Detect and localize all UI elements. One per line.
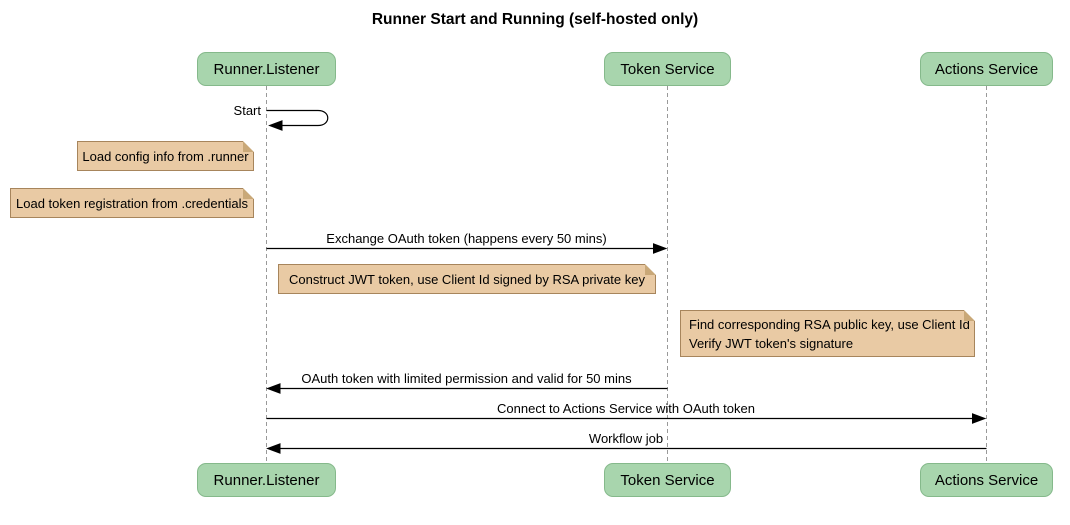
note-verify-jwt: Find corresponding RSA public key, use C… [680, 310, 975, 357]
actor-top-token-service: Token Service [604, 52, 731, 86]
note-verify-jwt-line2: Verify JWT token's signature [689, 335, 854, 351]
note-construct-jwt: Construct JWT token, use Client Id signe… [278, 264, 656, 294]
actor-bottom-actions-service: Actions Service [920, 463, 1053, 497]
note-load-config: Load config info from .runner [77, 141, 254, 171]
message-label-workflow-job: Workflow job [588, 431, 664, 446]
actor-top-runner-listener: Runner.Listener [197, 52, 336, 86]
message-label-connect-actions: Connect to Actions Service with OAuth to… [497, 401, 755, 416]
message-label-oauth-token-return: OAuth token with limited permission and … [301, 371, 632, 386]
actor-bottom-runner-listener: Runner.Listener [197, 463, 336, 497]
note-verify-jwt-line1: Find corresponding RSA public key, use C… [689, 316, 970, 332]
message-arrow-start-self-loop [266, 109, 329, 131]
actor-top-actions-service: Actions Service [920, 52, 1053, 86]
note-load-token-registration: Load token registration from .credential… [10, 188, 254, 218]
diagram-title: Runner Start and Running (self-hosted on… [371, 11, 699, 28]
message-label-exchange-oauth: Exchange OAuth token (happens every 50 m… [326, 231, 607, 246]
message-label-start: Start [233, 103, 261, 118]
actor-bottom-token-service: Token Service [604, 463, 731, 497]
